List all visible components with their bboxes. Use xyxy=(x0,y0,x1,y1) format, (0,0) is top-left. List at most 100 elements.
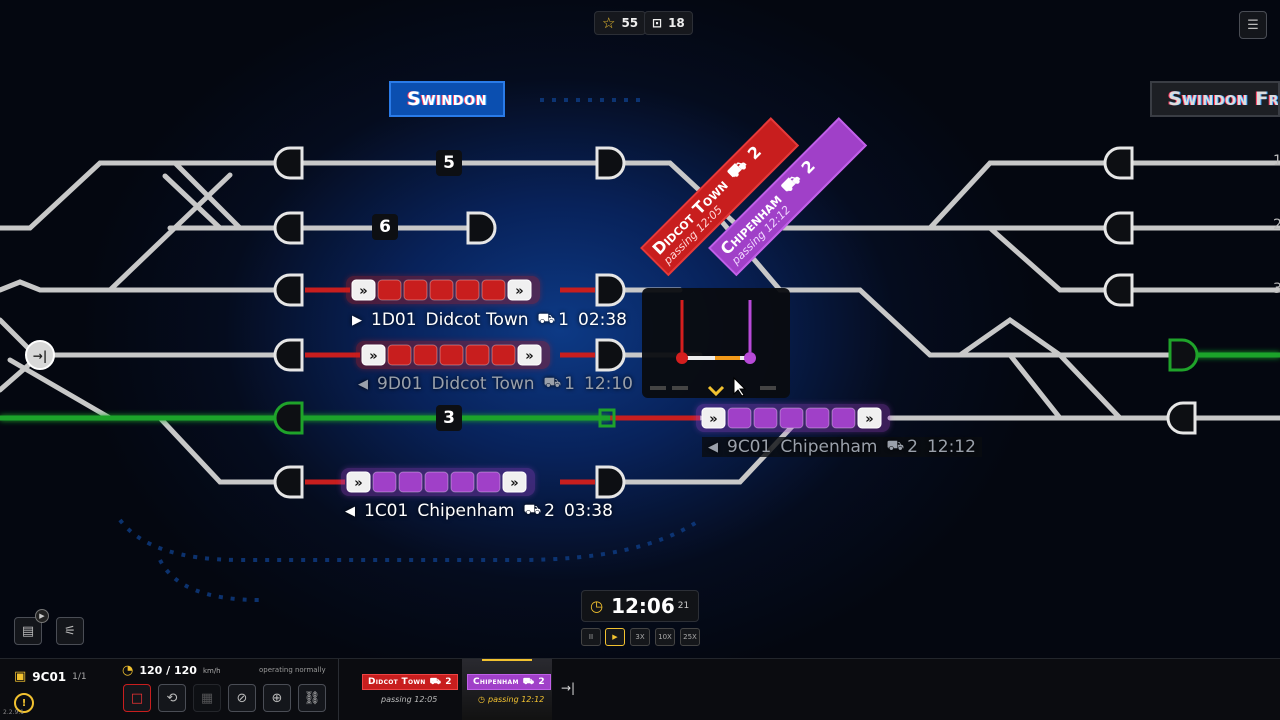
train-car[interactable] xyxy=(429,279,454,301)
sliders-icon: ⚟ xyxy=(64,623,76,639)
speed-3x-button[interactable]: 3X xyxy=(630,628,650,646)
game-clock: ◷ 12:06 21 xyxy=(581,590,699,622)
speed-25x-button[interactable]: 25X xyxy=(680,628,700,646)
train-car[interactable] xyxy=(398,471,423,493)
carriage-icon: ⛟ xyxy=(523,502,542,518)
carriage-icon: ⛟ xyxy=(522,676,535,687)
list-icon: ☰ xyxy=(1247,17,1259,33)
train-end-car[interactable] xyxy=(351,279,376,301)
train-label[interactable]: ◀ 9D01 Didcot Town ⛟1 12:10 xyxy=(358,374,633,394)
exit-icon[interactable]: →| xyxy=(561,681,576,695)
no-signal-icon: ⊘ xyxy=(236,690,248,706)
platform-number: 6 xyxy=(372,214,398,240)
stars-counter: ☆ 55 xyxy=(594,11,647,35)
settings-button[interactable]: ⚟ xyxy=(56,617,84,645)
train-car[interactable] xyxy=(403,279,428,301)
train-car[interactable] xyxy=(455,279,480,301)
train-end-car[interactable] xyxy=(346,471,371,493)
train-car[interactable] xyxy=(476,471,501,493)
train-car[interactable] xyxy=(831,407,856,429)
divider xyxy=(338,659,339,720)
stop-tag-didcot-town[interactable]: Didcot Town⛟2 xyxy=(362,674,458,690)
locate-button[interactable]: ⊕ xyxy=(263,684,291,712)
alert-icon[interactable]: ! xyxy=(14,693,34,713)
train-car[interactable] xyxy=(450,471,475,493)
clock-icon: ◷ xyxy=(478,695,485,704)
chevron-icon: » xyxy=(525,349,533,364)
train-car[interactable] xyxy=(465,344,490,366)
clock-icon: ◷ xyxy=(590,597,604,615)
active-stop-marker xyxy=(482,659,532,661)
chevron-icon: » xyxy=(510,476,518,491)
trains: »»»»»»»» xyxy=(341,276,890,496)
train-end-car[interactable] xyxy=(701,407,726,429)
train-car[interactable] xyxy=(413,344,438,366)
calendar-button[interactable]: ▦ xyxy=(193,684,221,712)
book-icon: ▤ xyxy=(21,623,35,639)
train-icon: ⊡ xyxy=(652,16,663,30)
direction-left-icon: ◀ xyxy=(358,376,368,392)
no-signal-button[interactable]: ⊘ xyxy=(228,684,256,712)
platform-number: 3 xyxy=(436,405,462,431)
trains-counter: ⊡ 18 xyxy=(644,11,693,35)
version-text: 2.2.9.1 xyxy=(3,709,24,716)
reverse-icon: ⟲ xyxy=(166,690,178,706)
train-car[interactable] xyxy=(424,471,449,493)
train-car[interactable] xyxy=(387,344,412,366)
platform-number: 1 xyxy=(1273,153,1280,169)
platform-number: 3 xyxy=(1273,281,1280,297)
train-car[interactable] xyxy=(439,344,464,366)
train-car[interactable] xyxy=(753,407,778,429)
chevron-icon: » xyxy=(515,284,523,299)
train-car[interactable] xyxy=(779,407,804,429)
station-label-swindon[interactable]: Swindon xyxy=(389,81,505,117)
stop-train-button[interactable]: □ xyxy=(123,684,151,712)
speed-readout: ◔ 120 / 120 km/h xyxy=(122,663,221,678)
svg-text:→|: →| xyxy=(33,349,47,363)
direction-left-icon: ◀ xyxy=(708,439,718,455)
direction-right-icon: ▶ xyxy=(352,312,362,328)
pause-button[interactable]: II xyxy=(581,628,601,646)
train-label[interactable]: ◀ 1C01 Chipenham ⛟2 03:38 xyxy=(345,501,613,521)
couple-button[interactable]: ⛓ xyxy=(298,684,326,712)
chevron-icon: » xyxy=(354,476,362,491)
signals xyxy=(273,146,1197,499)
link-icon: ⛓ xyxy=(303,690,321,706)
star-icon: ☆ xyxy=(602,14,616,32)
train-car[interactable] xyxy=(727,407,752,429)
train-end-car[interactable] xyxy=(502,471,527,493)
platform-number: 2 xyxy=(1273,217,1280,233)
chevron-icon: » xyxy=(369,349,377,364)
direction-left-icon: ◀ xyxy=(345,503,355,519)
train-info-panel: ▣ 9C01 1/1 ! 2.2.9.1 ◔ 120 / 120 km/h op… xyxy=(0,658,1280,720)
calendar-icon: ▦ xyxy=(200,690,214,706)
train-end-car[interactable] xyxy=(857,407,882,429)
selected-train[interactable]: ▣ 9C01 1/1 xyxy=(14,669,87,684)
train-car[interactable] xyxy=(372,471,397,493)
train-icon: ▣ xyxy=(14,669,27,684)
train-car[interactable] xyxy=(481,279,506,301)
platform-number: 5 xyxy=(436,150,462,176)
speedometer-icon: ◔ xyxy=(122,663,134,678)
chevron-icon: » xyxy=(865,412,873,427)
carriage-icon: ⛟ xyxy=(537,311,556,327)
train-car[interactable] xyxy=(491,344,516,366)
train-end-car[interactable] xyxy=(361,344,386,366)
play-button[interactable]: ▶ xyxy=(605,628,625,646)
station-label-swindon-fr[interactable]: Swindon Fr xyxy=(1150,81,1280,117)
carriage-icon: ⛟ xyxy=(429,676,442,687)
train-car[interactable] xyxy=(377,279,402,301)
stop-tag-chipenham[interactable]: Chipenham⛟2 xyxy=(467,674,551,690)
carriage-icon: ⛟ xyxy=(543,375,562,391)
crosshair-icon: ⊕ xyxy=(271,690,283,706)
train-label[interactable]: ◀ 9C01 Chipenham ⛟2 12:12 xyxy=(702,437,982,457)
reverse-button[interactable]: ⟲ xyxy=(158,684,186,712)
train-label[interactable]: ▶ 1D01 Didcot Town ⛟1 02:38 xyxy=(352,310,627,330)
menu-button[interactable]: ☰ xyxy=(1239,11,1267,39)
speed-10x-button[interactable]: 10X xyxy=(655,628,675,646)
train-end-car[interactable] xyxy=(507,279,532,301)
train-car[interactable] xyxy=(805,407,830,429)
train-end-car[interactable] xyxy=(517,344,542,366)
carriage-icon: ⛟ xyxy=(886,438,905,454)
